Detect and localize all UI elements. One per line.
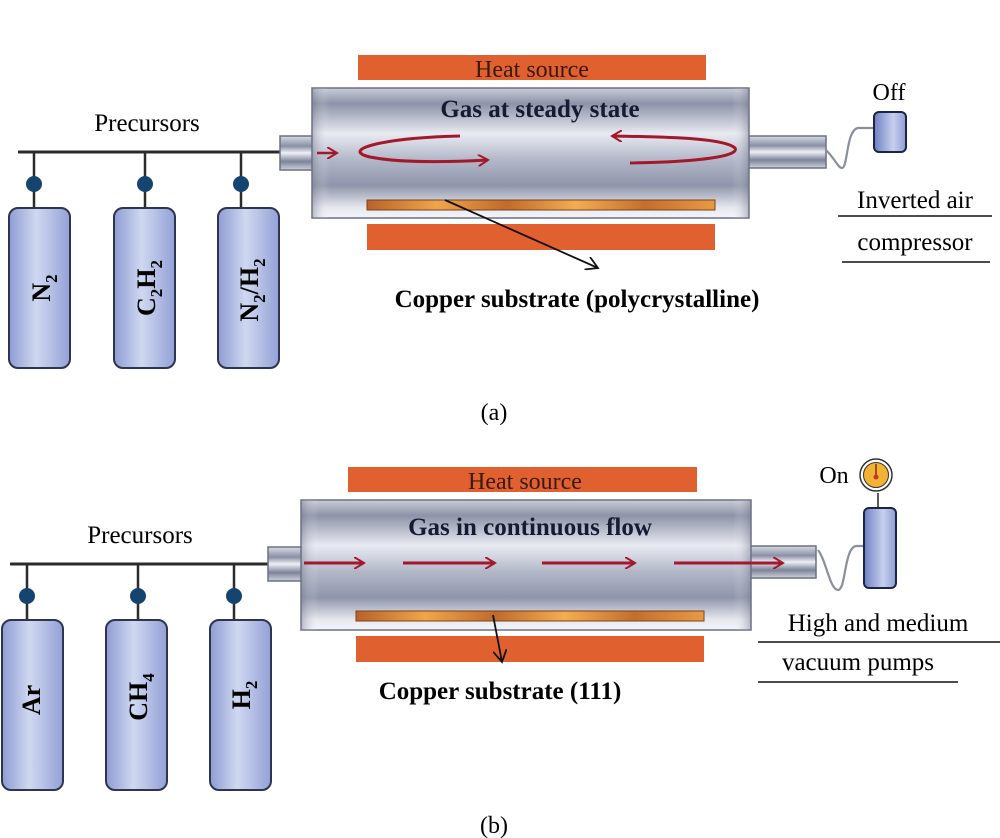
- inlet-pipe: [267, 546, 305, 582]
- substrate-leader-arrow: [492, 614, 502, 662]
- valve-icon: [233, 176, 249, 192]
- cylinder-label: C2H2: [132, 260, 166, 316]
- gas-cylinder-c2h2: C2H2: [113, 152, 176, 369]
- vacuum-pump-icon: [863, 507, 897, 589]
- cylinder-body: [209, 619, 272, 791]
- heat-source-top: [358, 55, 706, 80]
- compressor-state-off: Off: [873, 80, 906, 106]
- valve-icon: [19, 588, 35, 604]
- hose: [825, 126, 874, 170]
- cylinder-body: [105, 619, 168, 791]
- gas-cylinder-n2: N2: [8, 152, 71, 369]
- recirculation-arrow-left: [358, 134, 488, 162]
- cylinder-body: [1, 619, 64, 791]
- hose: [817, 544, 866, 592]
- substrate-label: Copper substrate (polycrystalline): [395, 286, 760, 313]
- heat-source-bottom: [356, 636, 704, 662]
- gas-cylinder-n2-h2: N2/H2: [217, 152, 280, 369]
- valve-icon: [130, 588, 146, 604]
- cylinder-label: H2: [227, 681, 261, 710]
- tube-state-label: Gas in continuous flow: [408, 514, 652, 541]
- air-compressor-icon: [873, 111, 907, 153]
- cylinder-label: CH4: [124, 673, 158, 721]
- tube-state-label: Gas at steady state: [440, 96, 639, 123]
- valve-icon: [137, 176, 153, 192]
- gas-cylinder-h2: H2: [209, 564, 272, 791]
- heat-source-top: [348, 467, 697, 492]
- valve-icon: [226, 588, 242, 604]
- cylinder-label: N2: [27, 274, 61, 301]
- heat-source-label: Heat source: [475, 57, 589, 83]
- device-label-line2: vacuum pumps: [782, 649, 934, 676]
- copper-substrate: [366, 199, 716, 211]
- panel-caption-a: (a): [481, 400, 508, 426]
- substrate-label: Copper substrate (111): [379, 678, 622, 705]
- gas-cylinder-ch4: CH4: [105, 564, 168, 791]
- device-label-line1: High and medium: [788, 610, 969, 637]
- device-label-line2: compressor: [857, 229, 973, 256]
- device-label-line1: Inverted air: [857, 187, 974, 214]
- pump-state-on: On: [819, 463, 848, 489]
- inlet-pipe: [279, 135, 317, 171]
- panel-a: Precursors N2 C2H2 N2/H2 Heat source: [8, 55, 992, 426]
- valve-icon: [26, 176, 42, 192]
- panel-caption-b: (b): [480, 813, 508, 838]
- cylinder-body: [8, 207, 71, 369]
- copper-substrate: [355, 610, 705, 622]
- substrate-leader-arrow: [444, 199, 598, 268]
- cylinder-body: [113, 207, 176, 369]
- cylinder-body: [217, 207, 280, 369]
- cylinder-label: N2/H2: [235, 258, 269, 321]
- precursors-label: Precursors: [94, 110, 200, 137]
- heat-source-label: Heat source: [468, 469, 582, 495]
- precursors-label: Precursors: [87, 522, 193, 549]
- gas-cylinder-ar: Ar: [1, 564, 64, 791]
- panel-b: Precursors Ar CH4 H2 Heat source Gas in …: [1, 458, 1000, 838]
- heat-source-bottom: [367, 224, 715, 250]
- cylinder-label: Ar: [17, 685, 46, 715]
- outlet-pipe: [745, 135, 827, 169]
- recirculation-arrow-right: [612, 136, 737, 165]
